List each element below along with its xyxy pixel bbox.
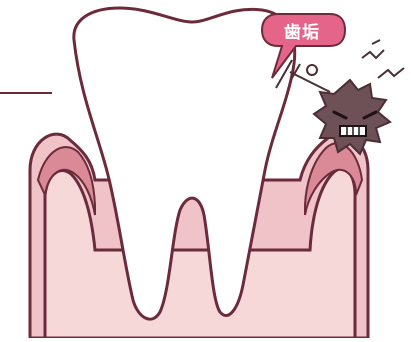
speech-bubble xyxy=(262,14,345,78)
motion-lines xyxy=(362,40,404,78)
